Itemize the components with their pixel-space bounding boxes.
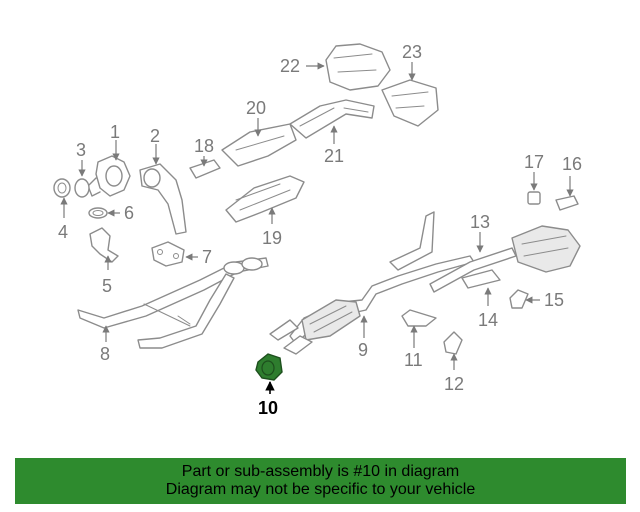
exhaust-parts-diagram: 1 2 3 4 5 6 7 8 9 10 11 12 13 14 15 16 1… [53, 42, 582, 418]
part-16-clip [555, 195, 579, 211]
callout-14: 14 [478, 310, 498, 330]
part-12-mount [443, 331, 463, 355]
part-18-shield [189, 159, 221, 179]
callout-13: 13 [470, 212, 490, 232]
part-5-bracket [89, 227, 119, 263]
leader-lines [60, 62, 574, 394]
part-19-heat-shield [225, 175, 305, 223]
part-22-heat-shield [325, 43, 391, 91]
callout-16: 16 [562, 154, 582, 174]
part-2-catalytic-converter [139, 163, 187, 235]
part-1-catalytic-converter [87, 155, 131, 197]
callout-3: 3 [76, 140, 86, 160]
part-23-heat-shield [381, 79, 439, 127]
callout-6: 6 [124, 203, 134, 223]
info-banner: Part or sub-assembly is #10 in diagram D… [15, 458, 626, 504]
callout-18: 18 [194, 136, 214, 156]
part-7-gasket [151, 241, 185, 267]
callout-7: 7 [202, 247, 212, 267]
part-21-front-pipes [289, 99, 375, 139]
callout-2: 2 [150, 126, 160, 146]
callout-21: 21 [324, 146, 344, 166]
part-8-front-pipe [77, 257, 269, 349]
part-3-gasket [74, 178, 90, 198]
callout-11: 11 [404, 350, 423, 370]
callout-5: 5 [102, 276, 112, 296]
callout-8: 8 [100, 344, 110, 364]
callout-20: 20 [246, 98, 266, 118]
part-17-tail-pipe [527, 191, 541, 205]
banner-line-2: Diagram may not be specific to your vehi… [165, 481, 476, 498]
callout-9: 9 [358, 340, 368, 360]
part-15-hanger [509, 289, 529, 309]
callout-15: 15 [544, 290, 564, 310]
callout-1: 1 [110, 122, 120, 142]
part-9-middle-pipe [269, 255, 475, 355]
part-20-heat-shield [221, 123, 297, 167]
part-4-clamp [53, 178, 71, 198]
part-6-gasket [88, 207, 108, 219]
part-10-clamp-highlighted [255, 353, 283, 381]
callout-23: 23 [402, 42, 422, 62]
part-13-rear-muffler [389, 211, 581, 293]
banner-line-1: Part or sub-assembly is #10 in diagram [181, 463, 460, 480]
callout-17: 17 [524, 152, 544, 172]
callout-labels: 1 2 3 4 5 6 7 8 9 10 11 12 13 14 15 16 1… [58, 42, 582, 418]
callout-19: 19 [262, 228, 282, 248]
callout-10: 10 [258, 398, 278, 418]
part-11-bracket [401, 309, 437, 327]
callout-12: 12 [444, 374, 464, 394]
callout-22: 22 [280, 56, 300, 76]
part-14-bracket [461, 269, 501, 289]
callout-4: 4 [58, 222, 68, 242]
